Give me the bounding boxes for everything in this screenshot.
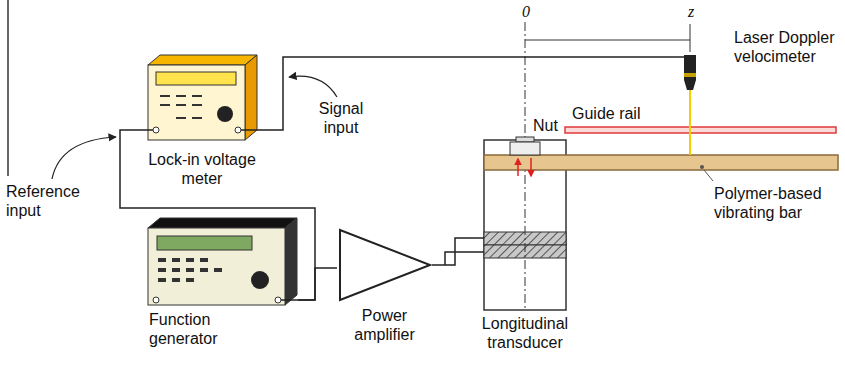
node-text: Function generator [149, 310, 241, 348]
terminal [235, 127, 241, 133]
button [172, 258, 180, 262]
knob [217, 106, 233, 122]
laser-beam [689, 90, 691, 155]
motion-arrow [530, 158, 532, 176]
wire [120, 130, 315, 300]
callout-arrow [52, 137, 116, 179]
guide-rail [565, 127, 836, 133]
button [192, 104, 202, 106]
button [214, 268, 222, 272]
wire-stub [241, 129, 258, 131]
leader-line [704, 170, 713, 181]
button [158, 278, 166, 282]
axis-label: z [684, 2, 698, 21]
terminal [153, 127, 159, 133]
terminal [275, 297, 281, 303]
terminal [153, 297, 159, 303]
dimension-line [525, 40, 690, 41]
laser-band [684, 73, 696, 77]
node-text: Longitudinal transducer [475, 314, 575, 352]
instrument-box: Lock-in voltage meter [146, 48, 258, 192]
display [157, 236, 252, 250]
buttons [158, 258, 222, 282]
sensor-box: Laser Doppler velocimeter [674, 22, 840, 94]
button [158, 268, 166, 272]
display [156, 72, 236, 85]
part-label: Guide rail [572, 104, 662, 123]
node-text: Power amplifier [337, 306, 432, 344]
button [200, 268, 208, 272]
amplifier-box: Power amplifier [337, 228, 432, 348]
button [160, 95, 170, 97]
button [176, 117, 186, 119]
part-label: Nut [533, 116, 567, 135]
button [186, 258, 194, 262]
device-side [285, 218, 297, 305]
button [200, 258, 208, 262]
device-front [148, 228, 285, 305]
device-side [245, 55, 257, 140]
wire-stub [674, 56, 684, 58]
axis-origin: 0 [519, 2, 533, 21]
button [172, 268, 180, 272]
callout-arrow [289, 76, 337, 97]
node-text: Lock-in voltage meter [146, 150, 258, 188]
motion-arrow [517, 159, 519, 176]
wire-stub [475, 237, 484, 239]
signal-label: Signal input [310, 99, 372, 137]
nut [510, 142, 540, 155]
device-front [148, 65, 245, 140]
button [192, 95, 202, 97]
buttons [160, 96, 202, 118]
amplifier-symbol [340, 230, 430, 300]
instrument-box: Function generator [143, 212, 298, 352]
dimension-tick [690, 24, 691, 52]
wire-stub [146, 129, 153, 131]
button [186, 278, 194, 282]
wire-stub [281, 299, 298, 301]
button [176, 104, 186, 106]
transducer-box: Longitudinal transducer [475, 138, 575, 356]
button [186, 268, 194, 272]
button [158, 258, 166, 262]
button [160, 104, 170, 106]
signal-label: Reference input [6, 182, 90, 220]
button [172, 278, 180, 282]
node-text: Laser Doppler velocimeter [734, 28, 840, 66]
button [176, 95, 186, 97]
edge-line [7, 0, 9, 176]
nut-top [516, 137, 534, 142]
device-top [148, 55, 257, 65]
wire [298, 268, 337, 300]
laser-lens [684, 80, 696, 90]
button [192, 117, 202, 119]
device-top [148, 218, 297, 228]
part-label: Polymer-based vibrating bar [714, 184, 840, 222]
leader-dot [700, 165, 704, 169]
vibrating-bar [484, 155, 838, 170]
wire [445, 252, 484, 265]
knob [251, 271, 269, 289]
wire [258, 57, 674, 130]
wire [432, 238, 475, 265]
laser-head [684, 55, 696, 80]
